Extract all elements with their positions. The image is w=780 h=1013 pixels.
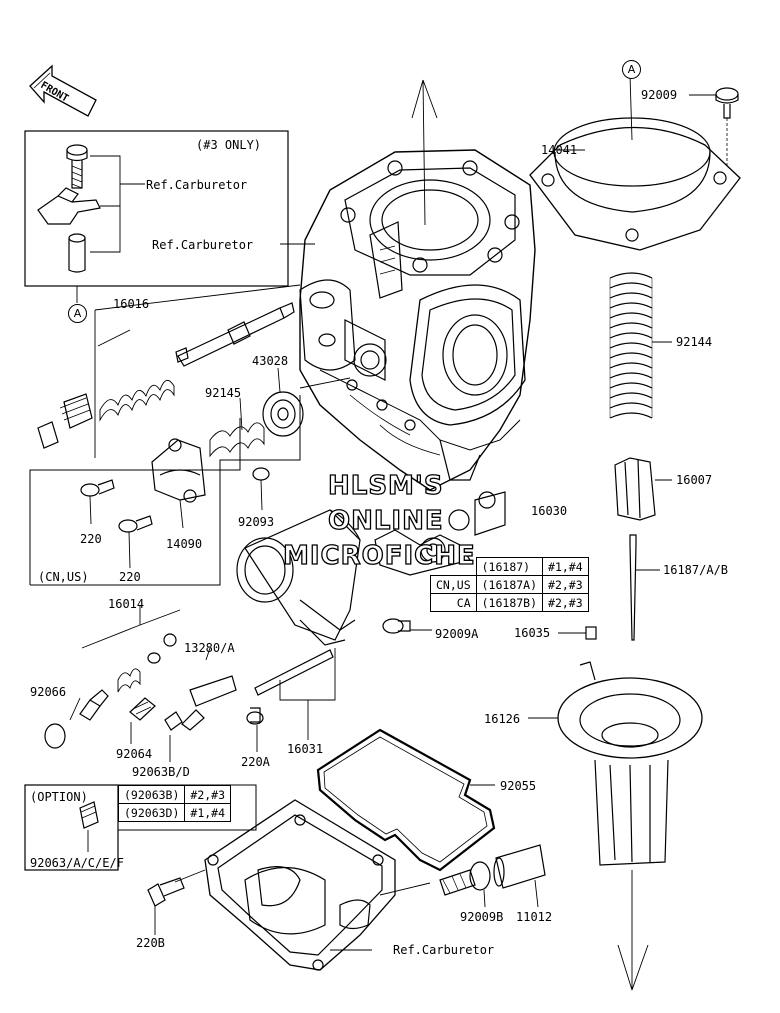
part-16014: 16014 <box>108 597 145 611</box>
table-row: CN,US (16187A) #2,#3 <box>430 575 589 594</box>
screw-220-b <box>118 515 153 533</box>
choke-plunger-parts <box>37 302 295 449</box>
carburetor-body <box>299 149 536 576</box>
watermark-line-1: HLSM'S <box>327 471 444 501</box>
part-43028: 43028 <box>252 354 289 368</box>
table-cell: #2,#3 <box>542 575 589 594</box>
part-92063BD: 92063B/D <box>132 765 190 779</box>
table-cell <box>431 558 477 576</box>
spring-92145 <box>209 422 265 458</box>
needle-variant-table: (16187) #1,#4 CN,US (16187A) #2,#3 CA (1… <box>430 557 589 612</box>
part-16035 <box>585 626 597 640</box>
spring-92144 <box>609 272 653 419</box>
only3-label: (#3 ONLY) <box>196 138 262 152</box>
part-92009: 92009 <box>641 88 678 102</box>
pilot-screw-set <box>44 633 237 749</box>
part-92066: 92066 <box>30 685 67 699</box>
part-92064: 92064 <box>116 747 153 761</box>
needle-holder-16007 <box>614 457 656 521</box>
part-92144: 92144 <box>676 335 713 349</box>
diaphragm-43028 <box>262 391 304 437</box>
washer-92093 <box>252 467 270 481</box>
part-220-b: 220 <box>119 570 141 584</box>
part-14090: 14090 <box>166 537 203 551</box>
ref-carburetor-1: Ref.Carburetor <box>146 178 248 192</box>
screw-92009A <box>382 618 411 634</box>
watermark-line-2: ONLINE <box>327 506 444 536</box>
table-cell: #2,#3 <box>542 593 589 612</box>
table-cell: (16187A) <box>475 575 544 594</box>
cnus-label: (CN,US) <box>38 570 89 584</box>
table-row: (16187) #1,#4 <box>431 557 589 576</box>
part-220B: 220B <box>136 936 165 950</box>
ref-carburetor-3: Ref.Carburetor <box>393 943 495 957</box>
part-92055: 92055 <box>500 779 537 793</box>
table-cell: (92063D) <box>117 803 186 822</box>
part-16035-label: 16035 <box>514 626 551 640</box>
screw-220B <box>147 877 185 907</box>
part-220A: 220A <box>241 755 270 769</box>
part-92009A: 92009A <box>435 627 479 641</box>
table-cell: #1,#4 <box>184 803 232 822</box>
top-cover <box>529 117 741 251</box>
part-16016: 16016 <box>113 297 150 311</box>
watermark-line-3: MICROFICHE <box>282 541 476 571</box>
part-92145: 92145 <box>205 386 242 400</box>
intake-fitting <box>236 509 361 696</box>
table-cell: (92063B) <box>117 785 186 804</box>
table-row: (92063D) #1,#4 <box>117 803 232 822</box>
bracket-screw-parts <box>37 144 145 273</box>
table-row: (92063B) #2,#3 <box>117 785 232 804</box>
front-arrow-icon <box>29 64 97 117</box>
part-92063ACEF: 92063/A/C/E/F <box>30 856 124 870</box>
table-cell: #2,#3 <box>184 785 232 804</box>
part-13280: 13280/A <box>184 641 235 655</box>
o-ring-16030 <box>448 509 470 531</box>
part-14041: 14041 <box>541 143 578 157</box>
ref-marker-top: A <box>622 60 641 79</box>
screw-220A <box>246 707 264 725</box>
vacuum-piston <box>557 661 703 866</box>
part-16126: 16126 <box>484 712 521 726</box>
screw-92009 <box>715 87 739 119</box>
table-cell: CN,US <box>430 575 477 594</box>
ref-carburetor-2: Ref.Carburetor <box>152 238 254 252</box>
gasket-92055 <box>316 728 496 872</box>
ref-marker-left: A <box>68 304 87 323</box>
part-16007: 16007 <box>676 473 713 487</box>
part-16031: 16031 <box>287 742 324 756</box>
cap-11012 <box>493 844 546 889</box>
only3-box <box>24 130 289 287</box>
jet-variant-table: (92063B) #2,#3 (92063D) #1,#4 <box>117 785 232 822</box>
part-16030: 16030 <box>531 504 568 518</box>
screw-92009B <box>439 861 491 896</box>
jet-option <box>79 801 99 829</box>
part-92009B: 92009B <box>460 910 504 924</box>
option-label: (OPTION) <box>30 790 88 804</box>
screw-220-a <box>80 479 115 497</box>
part-16187: 16187/A/B <box>663 563 729 577</box>
table-cell: (16187B) <box>475 593 544 612</box>
table-row: CA (16187B) #2,#3 <box>430 593 589 612</box>
part-220-a: 220 <box>80 532 102 546</box>
jet-needle <box>629 534 637 641</box>
part-11012: 11012 <box>516 910 553 924</box>
table-cell: (16187) <box>475 557 544 576</box>
float-bowl <box>204 799 396 971</box>
table-cell: CA <box>430 593 477 612</box>
table-cell: #1,#4 <box>542 557 589 576</box>
part-92093: 92093 <box>238 515 275 529</box>
